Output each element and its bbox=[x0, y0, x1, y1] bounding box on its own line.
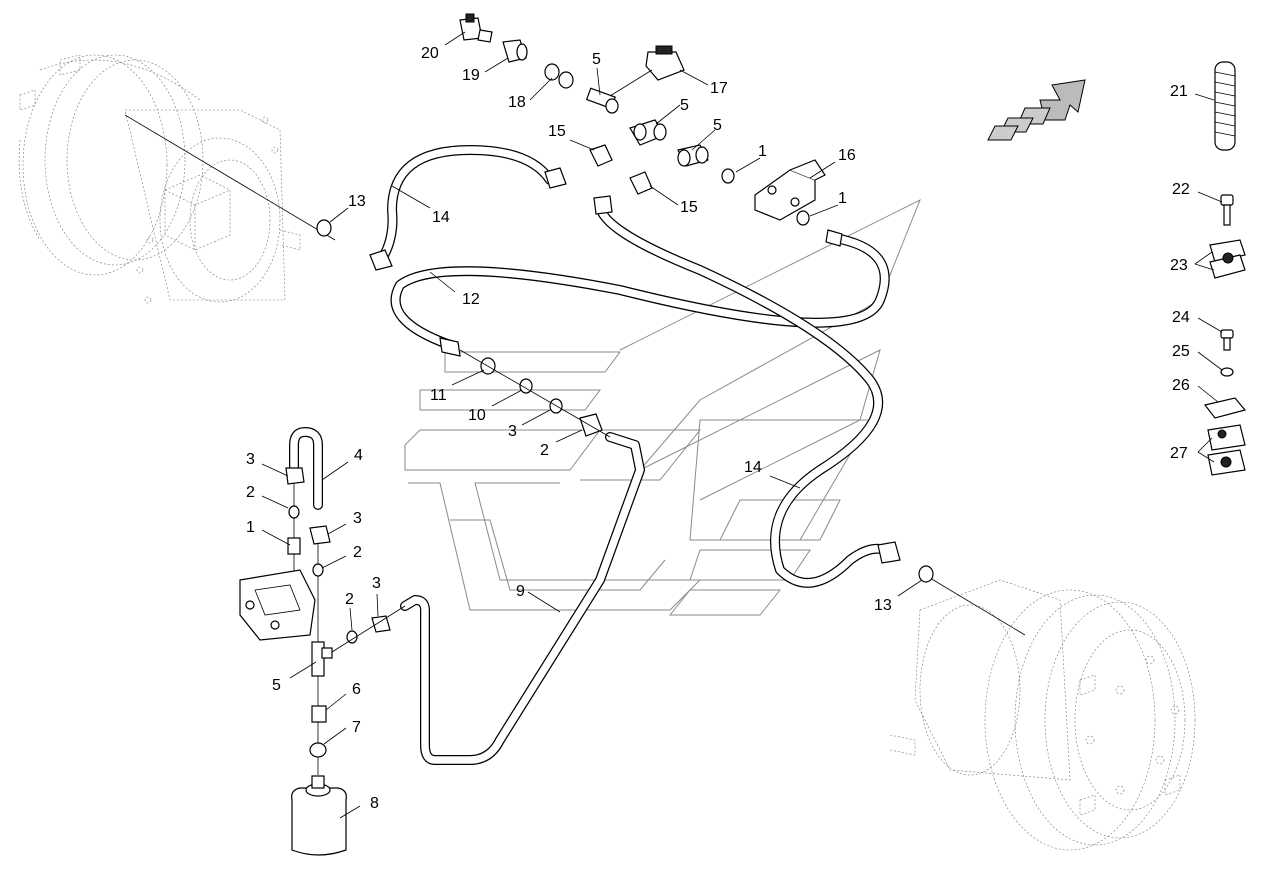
callout-13: 13 bbox=[874, 597, 892, 614]
callout-7: 7 bbox=[352, 719, 361, 736]
callout-2: 2 bbox=[540, 442, 549, 459]
callout-13: 13 bbox=[348, 193, 366, 210]
callout-15: 15 bbox=[548, 123, 566, 140]
callout-11: 11 bbox=[430, 387, 447, 404]
callout-15: 15 bbox=[680, 199, 698, 216]
callout-3: 3 bbox=[353, 510, 362, 527]
callout-14: 14 bbox=[744, 459, 762, 476]
callout-12: 12 bbox=[462, 291, 480, 308]
callout-17: 17 bbox=[710, 80, 728, 97]
callout-24: 24 bbox=[1172, 309, 1190, 326]
callout-1: 1 bbox=[758, 143, 767, 160]
fittings bbox=[239, 13, 934, 856]
callout-20: 20 bbox=[421, 45, 439, 62]
callout-2: 2 bbox=[246, 484, 255, 501]
callout-6: 6 bbox=[352, 681, 361, 698]
callout-4: 4 bbox=[354, 447, 363, 464]
hoses bbox=[289, 145, 890, 775]
callout-18: 18 bbox=[508, 94, 526, 111]
callout-25: 25 bbox=[1172, 343, 1190, 360]
callout-3: 3 bbox=[246, 451, 255, 468]
direction-arrow-icon bbox=[987, 79, 1086, 141]
callout-19: 19 bbox=[462, 67, 480, 84]
callout-2: 2 bbox=[345, 591, 354, 608]
callout-23: 23 bbox=[1170, 257, 1188, 274]
wheel-hub-left bbox=[18, 54, 336, 304]
callout-5: 5 bbox=[680, 97, 689, 114]
callout-3: 3 bbox=[508, 423, 517, 440]
callout-16: 16 bbox=[838, 147, 856, 164]
callout-27: 27 bbox=[1170, 445, 1188, 462]
callout-1: 1 bbox=[246, 519, 255, 536]
callout-5: 5 bbox=[272, 677, 281, 694]
callout-5: 5 bbox=[713, 117, 722, 134]
callout-10: 10 bbox=[468, 407, 486, 424]
side-parts bbox=[1203, 61, 1247, 476]
callout-21: 21 bbox=[1170, 83, 1188, 100]
callout-5: 5 bbox=[592, 51, 601, 68]
callout-3: 3 bbox=[372, 575, 381, 592]
callout-labels: 20 19 18 5 17 5 15 5 1 16 15 1 13 14 12 … bbox=[246, 45, 1190, 812]
callout-26: 26 bbox=[1172, 377, 1190, 394]
leader-lines bbox=[261, 31, 1223, 819]
callout-14: 14 bbox=[432, 209, 450, 226]
wheel-hub-right bbox=[889, 574, 1196, 851]
callout-22: 22 bbox=[1172, 181, 1190, 198]
callout-8: 8 bbox=[370, 795, 379, 812]
callout-9: 9 bbox=[516, 583, 525, 600]
callout-2: 2 bbox=[353, 544, 362, 561]
callout-1: 1 bbox=[838, 190, 847, 207]
